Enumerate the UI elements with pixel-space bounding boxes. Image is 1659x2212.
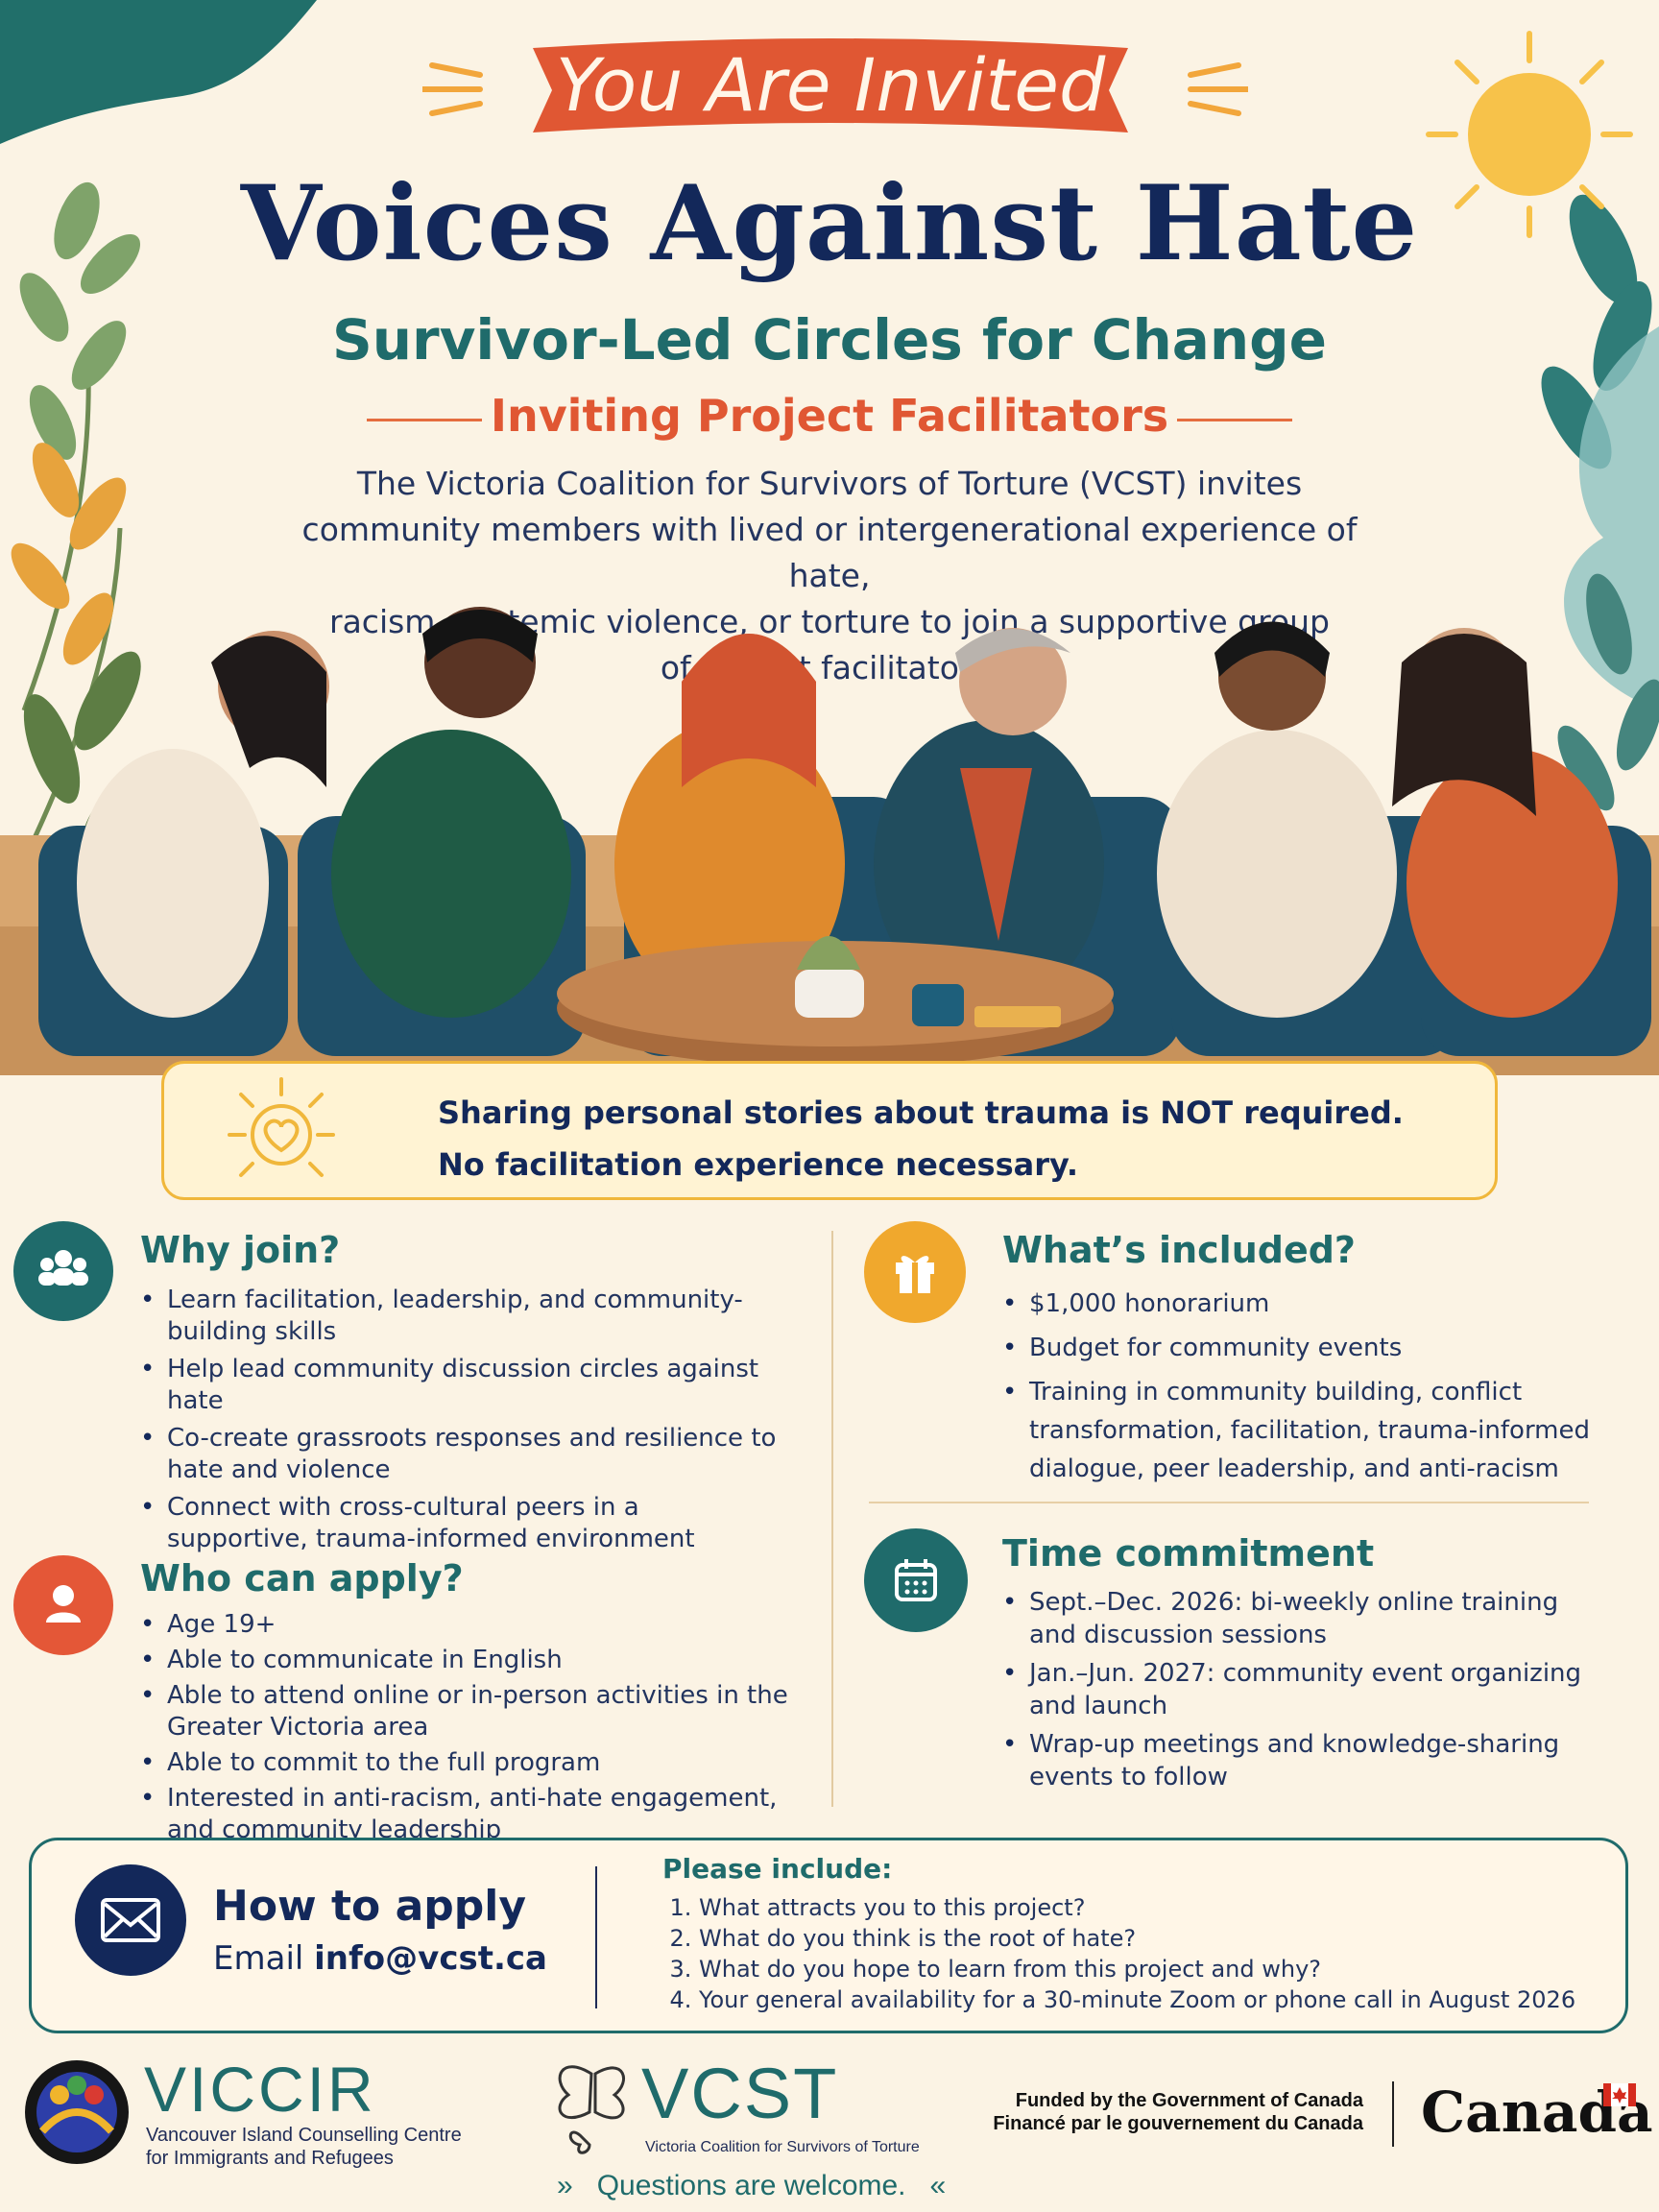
how-to-apply-title: How to apply	[213, 1882, 527, 1931]
notice-line-2: No facilitation experience necessary.	[438, 1146, 1079, 1183]
inviting-heading: Inviting Project Facilitators	[490, 390, 1169, 442]
whats-included-item: Training in community building, conflict…	[1002, 1373, 1607, 1488]
please-include-item: What attracts you to this project?	[699, 1892, 1584, 1923]
why-join-list: Learn facilitation, leadership, and comm…	[140, 1285, 783, 1555]
butterfly-icon	[558, 2065, 625, 2154]
email-prefix: Email	[213, 1939, 315, 1978]
poster-title: Voices Against Hate	[240, 163, 1419, 284]
canada-flag-icon	[1603, 2083, 1636, 2106]
time-commitment-item: Sept.–Dec. 2026: bi-weekly online traini…	[1002, 1586, 1607, 1651]
invitation-banner: You Are Invited	[494, 29, 1166, 152]
inviting-right-rule	[1177, 419, 1292, 421]
please-include-section: Please include: What attracts you to thi…	[662, 1853, 1584, 2015]
person-icon	[13, 1555, 113, 1655]
who-can-apply-item: Able to attend online or in-person activ…	[140, 1680, 793, 1743]
notice-text: Sharing personal stories about trauma is…	[438, 1087, 1475, 1190]
who-can-apply-list: Age 19+ Able to communicate in English A…	[140, 1609, 793, 1846]
time-commitment-item: Jan.–Jun. 2027: community event organizi…	[1002, 1657, 1607, 1722]
banner-text: You Are Invited	[555, 42, 1106, 128]
please-include-item: Your general availability for a 30-minut…	[699, 1984, 1584, 2015]
heart-rays-icon	[228, 1077, 335, 1177]
notice-box: Sharing personal stories about trauma is…	[161, 1061, 1498, 1200]
please-include-title: Please include:	[662, 1853, 893, 1885]
questions-footer: » Questions are welcome. «	[557, 2170, 946, 2202]
gift-icon	[864, 1221, 966, 1323]
intro-line: community members with lived or intergen…	[301, 511, 1358, 594]
double-chevron-right-icon: »	[557, 2170, 589, 2201]
double-chevron-left-icon: «	[913, 2170, 947, 2201]
whats-included-title: What’s included?	[1002, 1229, 1356, 1271]
funding-english: Funded by the Government of Canada	[1015, 2090, 1363, 2111]
why-join-item: Co-create grassroots responses and resil…	[140, 1423, 783, 1486]
viccir-full-line: for Immigrants and Refugees	[146, 2148, 394, 2169]
questions-text: Questions are welcome.	[596, 2170, 906, 2201]
whats-included-list: $1,000 honorarium Budget for community e…	[1002, 1285, 1607, 1488]
who-can-apply-title: Who can apply?	[140, 1557, 464, 1599]
who-can-apply-item: Able to commit to the full program	[140, 1747, 793, 1779]
whats-included-item: Budget for community events	[1002, 1329, 1607, 1367]
please-include-item: What do you think is the root of hate?	[699, 1923, 1584, 1954]
why-join-item: Help lead community discussion circles a…	[140, 1354, 783, 1417]
time-commitment-list: Sept.–Dec. 2026: bi-weekly online traini…	[1002, 1586, 1607, 1793]
notice-line-1: Sharing personal stories about trauma is…	[438, 1094, 1404, 1131]
whats-included-section: What’s included? $1,000 honorarium Budge…	[1002, 1229, 1607, 1494]
please-include-item: What do you hope to learn from this proj…	[699, 1954, 1584, 1984]
intro-text: The Victoria Coalition for Survivors of …	[259, 461, 1400, 691]
whats-included-item: $1,000 honorarium	[1002, 1285, 1607, 1323]
banner-accent-left-icon	[422, 62, 483, 116]
group-icon	[13, 1221, 113, 1321]
email-icon	[75, 1864, 186, 1976]
why-join-title: Why join?	[140, 1229, 341, 1271]
how-to-apply-box	[29, 1838, 1628, 2033]
viccir-full-name: Vancouver Island Counselling Centre for …	[146, 2124, 462, 2170]
who-can-apply-item: Able to communicate in English	[140, 1645, 793, 1676]
vcst-full-name: Victoria Coalition for Survivors of Tort…	[645, 2139, 920, 2155]
time-commitment-section: Time commitment Sept.–Dec. 2026: bi-week…	[1002, 1532, 1607, 1799]
poster-subtitle: Survivor-Led Circles for Change	[331, 307, 1328, 373]
vcst-name: VCST	[641, 2054, 839, 2133]
why-join-section: Why join? Learn facilitation, leadership…	[140, 1229, 783, 1561]
right-column-divider	[869, 1502, 1589, 1503]
time-commitment-item: Wrap-up meetings and knowledge-sharing e…	[1002, 1728, 1607, 1793]
column-divider	[831, 1231, 833, 1807]
viccir-logo	[25, 2060, 129, 2164]
sun-icon	[1426, 31, 1633, 238]
banner-accent-right-icon	[1188, 62, 1248, 116]
why-join-item: Connect with cross-cultural peers in a s…	[140, 1492, 783, 1555]
viccir-name: VICCIR	[144, 2054, 376, 2125]
calendar-icon	[864, 1528, 968, 1632]
email-link[interactable]: info@vcst.ca	[314, 1939, 547, 1978]
corner-blob	[0, 0, 317, 144]
who-can-apply-item: Age 19+	[140, 1609, 793, 1641]
apply-email-line: Email info@vcst.ca	[213, 1939, 547, 1978]
footer-divider	[1392, 2081, 1394, 2147]
viccir-full-line: Vancouver Island Counselling Centre	[146, 2125, 462, 2146]
apply-divider	[595, 1866, 597, 2008]
intro-line: The Victoria Coalition for Survivors of …	[356, 465, 1303, 502]
who-can-apply-section: Who can apply? Age 19+ Able to communica…	[140, 1557, 793, 1850]
discussion-circle-illustration	[0, 607, 1659, 1075]
please-include-list: What attracts you to this project? What …	[662, 1892, 1584, 2015]
time-commitment-title: Time commitment	[1002, 1532, 1375, 1575]
funding-statement: Funded by the Government of Canada Finan…	[979, 2089, 1363, 2135]
banner-ribbon	[533, 38, 1128, 132]
inviting-left-rule	[367, 419, 482, 421]
funding-french: Financé par le gouvernement du Canada	[993, 2113, 1363, 2134]
why-join-item: Learn facilitation, leadership, and comm…	[140, 1285, 783, 1348]
right-foliage-illustration	[1541, 194, 1659, 811]
